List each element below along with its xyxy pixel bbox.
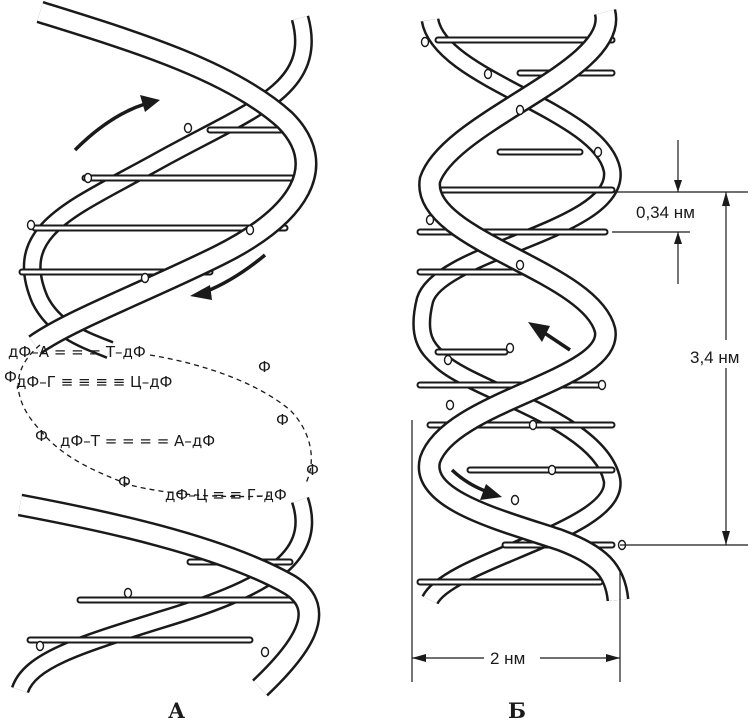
phosphate-label: Ф — [118, 473, 131, 491]
phosphate-label: Ф — [258, 358, 271, 376]
base-pair-at: дФ–А = = = Т–дФ — [8, 343, 146, 361]
helix-a-top — [22, 12, 306, 350]
strand-arrow-up-a — [75, 95, 160, 150]
base-pair-schema: дФ–А = = = Т–дФ дФ–Г ≡ ≡ ≡ ≡ Ц–дФ дФ–Т =… — [4, 343, 319, 504]
strand-arrow-down-b — [528, 322, 570, 350]
phosphate-label: Ф — [276, 411, 289, 429]
rise-label: 0,34 нм — [636, 203, 695, 222]
dimension-pitch: 3,4 нм — [620, 192, 748, 545]
dimension-rise: 0,34 нм — [612, 140, 748, 284]
helix-a-bottom — [20, 500, 309, 690]
pitch-label: 3,4 нм — [690, 348, 739, 367]
phosphate-label: Ф — [35, 427, 48, 445]
phosphate-label: Ф — [4, 368, 17, 386]
base-pair-gc: дФ–Г ≡ ≡ ≡ ≡ Ц–дФ — [16, 373, 173, 391]
diameter-label: 2 нм — [490, 649, 525, 668]
base-pair-ta: дФ–Т = = = = А–дФ — [60, 432, 215, 450]
panel-label-b: Б — [508, 698, 526, 723]
panel-label-a: А — [168, 698, 185, 723]
helix-b — [420, 12, 626, 600]
base-pair-cg: дФ–Ц ≡ ≡ Г–дФ — [165, 486, 287, 504]
phosphate-label: Ф — [306, 461, 319, 479]
